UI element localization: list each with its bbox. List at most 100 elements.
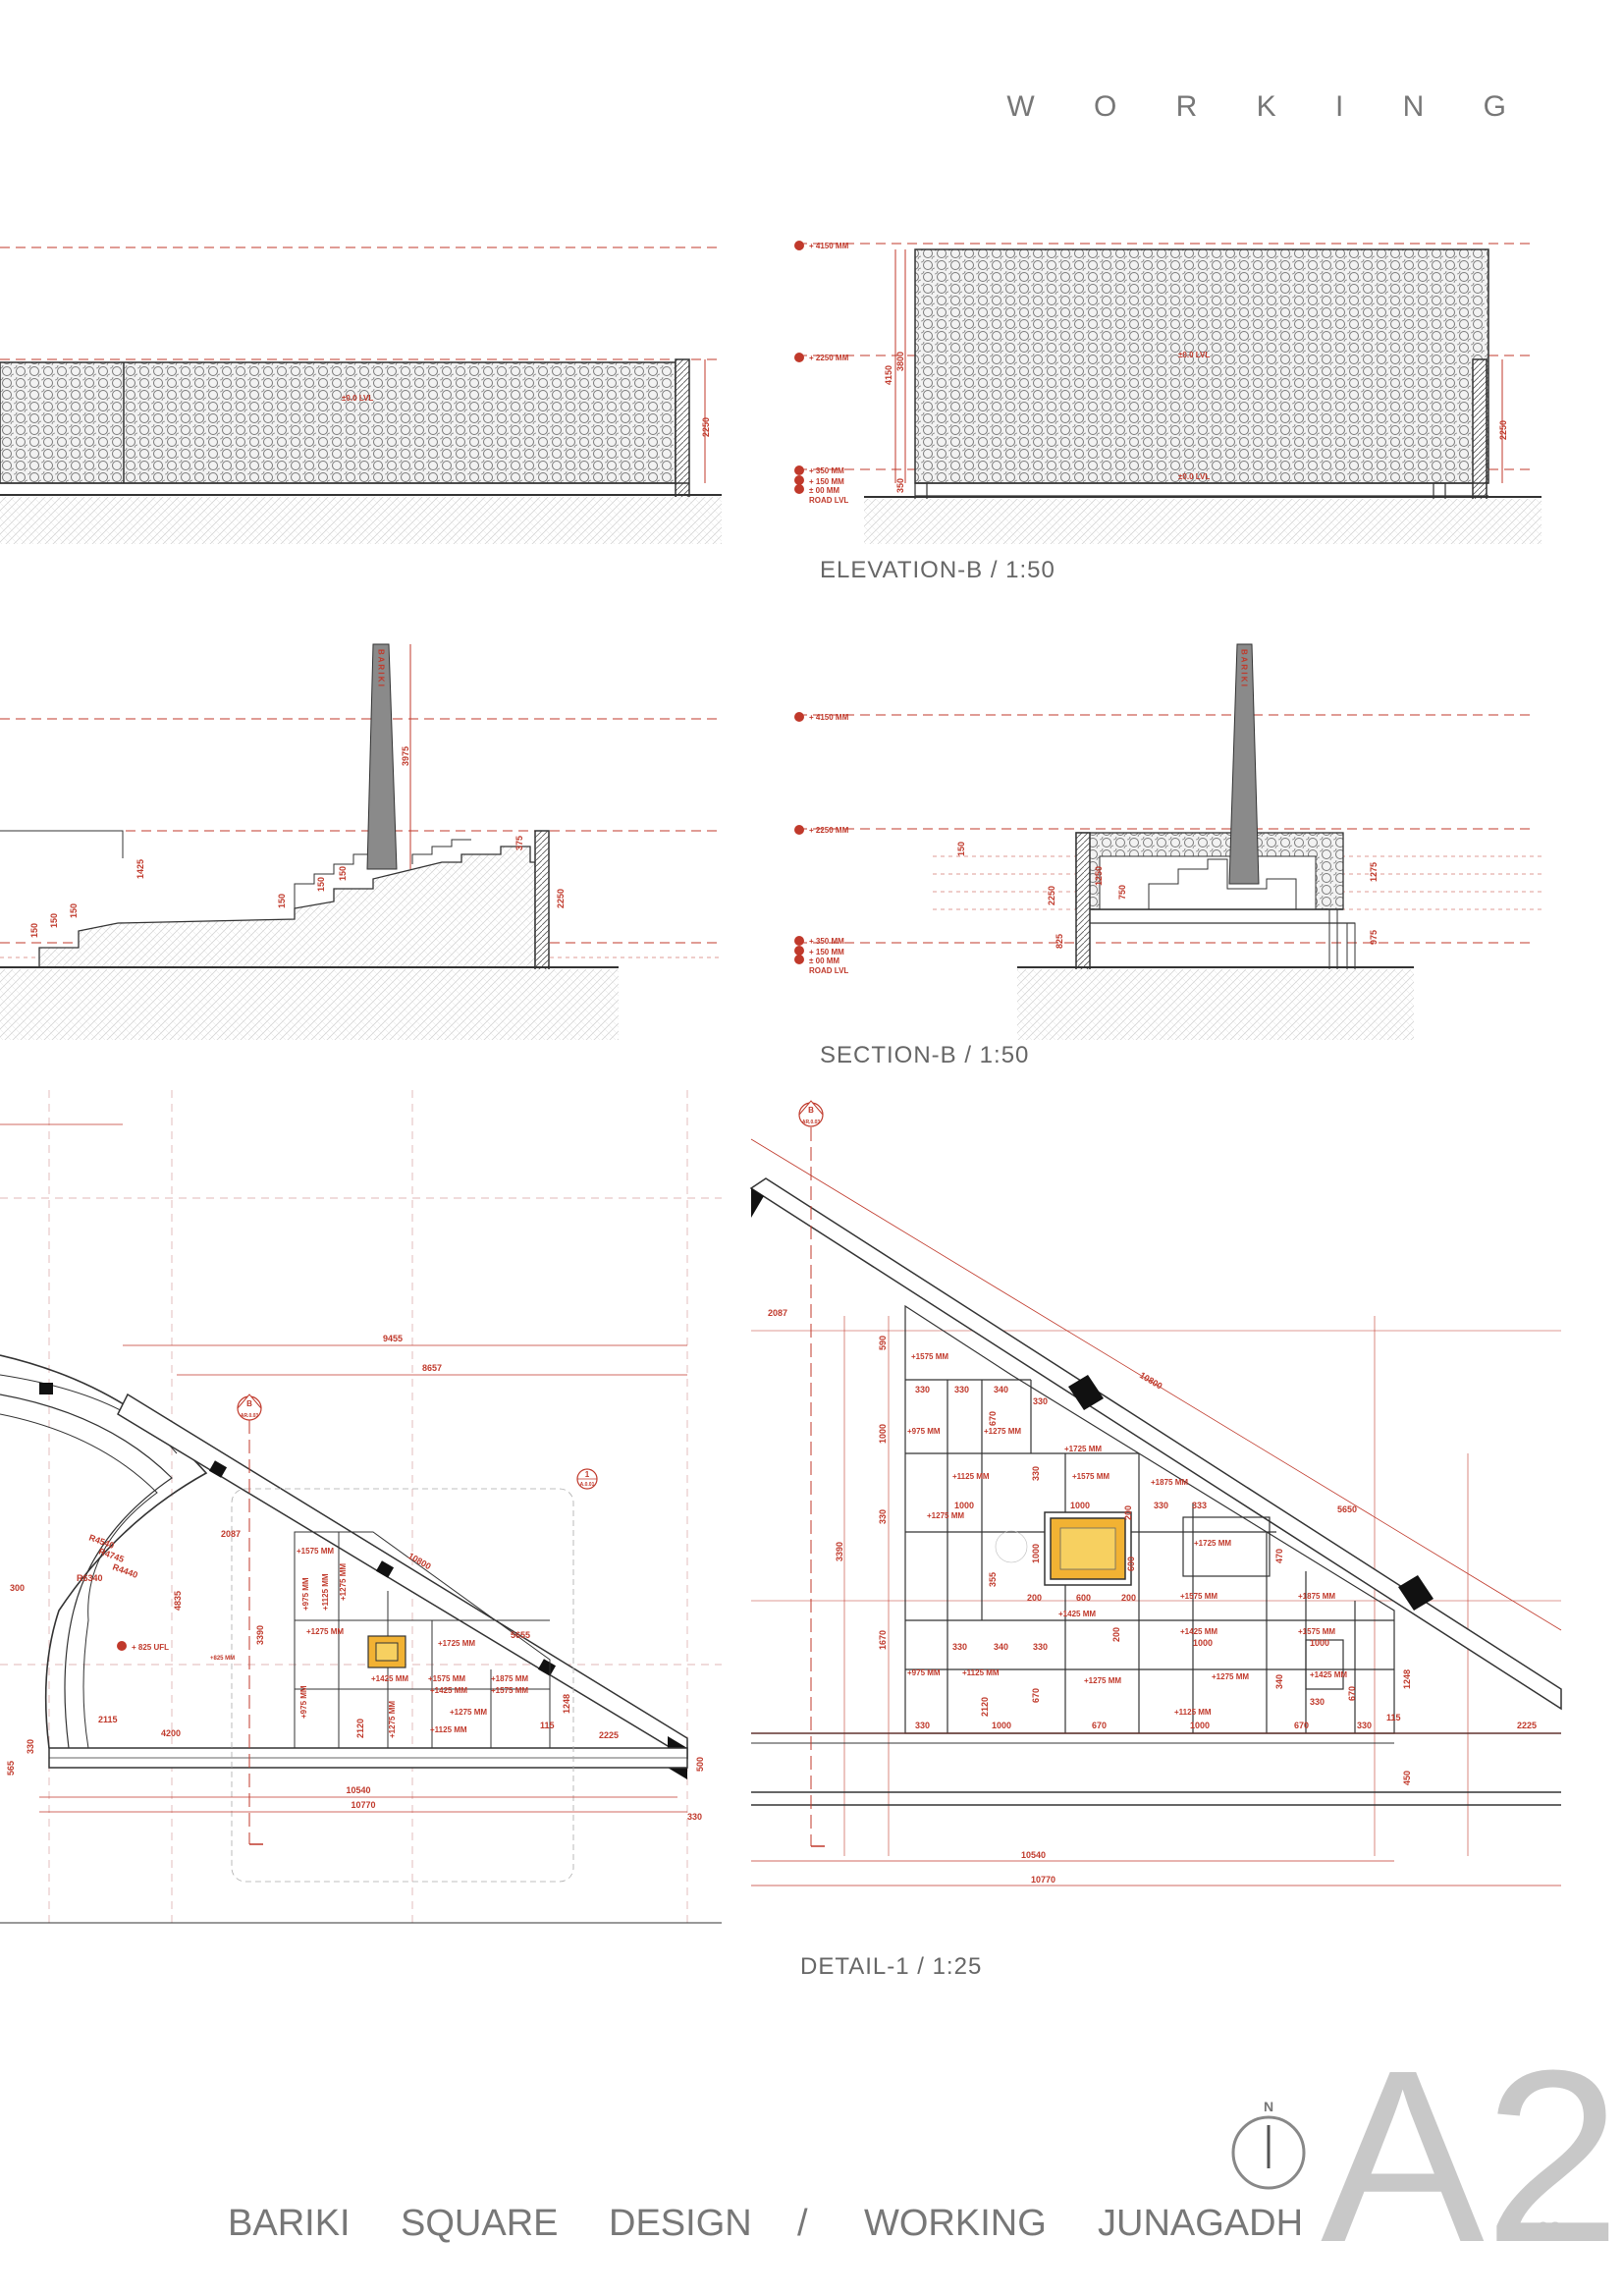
svg-text:1000: 1000 [1190,1721,1210,1730]
svg-text:330: 330 [915,1721,930,1730]
svg-text:3800: 3800 [895,352,905,371]
svg-text:200: 200 [1027,1593,1042,1603]
svg-text:4200: 4200 [161,1728,181,1738]
svg-text:5650: 5650 [1337,1504,1357,1514]
svg-text:+1575 MM: +1575 MM [1298,1627,1335,1636]
svg-text:8657: 8657 [422,1363,442,1373]
header-title: W O R K I N G [1006,90,1532,123]
svg-text:150: 150 [956,842,966,856]
svg-text:+ 150 MM: + 150 MM [809,477,844,486]
svg-text:+975 MM: +975 MM [299,1685,308,1719]
svg-text:565: 565 [6,1761,16,1776]
svg-text:+975 MM: +975 MM [907,1668,941,1677]
svg-text:330: 330 [1033,1642,1048,1652]
svg-text:115: 115 [1386,1713,1401,1722]
svg-text:2087: 2087 [221,1529,241,1539]
svg-text:670: 670 [1347,1686,1357,1701]
svg-text:±0.0 LVL: ±0.0 LVL [1178,351,1210,359]
svg-text:1000: 1000 [1193,1638,1213,1648]
bariki-tower [366,643,398,870]
svg-text:+1275 MM: +1275 MM [984,1427,1021,1436]
svg-text:+1875 MM: +1875 MM [491,1674,528,1683]
svg-text:1000: 1000 [878,1424,888,1444]
svg-text:470: 470 [1274,1549,1284,1563]
detail-1-view: B AR.0.03 2087 590 1000 330 3390 1670 33… [749,1100,1562,1980]
svg-text:330: 330 [687,1812,702,1822]
svg-text:+1725 MM: +1725 MM [1064,1445,1102,1453]
svg-text:670: 670 [1031,1688,1041,1703]
elevation-caption: ELEVATION-B / 1:50 [820,557,1055,583]
svg-text:1000: 1000 [1070,1501,1090,1510]
svg-text:150: 150 [338,866,348,881]
svg-text:670: 670 [1294,1721,1309,1730]
svg-text:825: 825 [1055,934,1064,949]
section-left-view: B A R I K I 3975 1425 375 2250 150 150 1… [0,643,722,1040]
svg-text:10770: 10770 [351,1800,375,1810]
svg-text:+1875 MM: +1875 MM [1151,1478,1188,1487]
elevation-left-view: 2250 ±0.0 LVL [0,246,722,544]
svg-text:975: 975 [1369,930,1379,945]
svg-text:1275: 1275 [1369,862,1379,882]
svg-text:590: 590 [878,1336,888,1350]
svg-text:+1275 MM: +1275 MM [388,1701,397,1738]
svg-text:+975 MM: +975 MM [301,1577,310,1611]
svg-text:300: 300 [10,1583,25,1593]
svg-text:ROAD LVL: ROAD LVL [809,966,848,975]
svg-text:333: 333 [1192,1501,1207,1510]
svg-text:450: 450 [1402,1771,1412,1785]
svg-text:355: 355 [988,1572,998,1587]
svg-text:330: 330 [1154,1501,1168,1510]
svg-text:+825 MM: +825 MM [210,1656,235,1662]
svg-text:330: 330 [26,1739,35,1754]
svg-text:4835: 4835 [173,1591,183,1611]
svg-text:+1125 MM: +1125 MM [1174,1708,1212,1717]
svg-text:+1275 MM: +1275 MM [1212,1672,1249,1681]
svg-text:330: 330 [1033,1396,1048,1406]
svg-text:150: 150 [29,923,39,938]
svg-text:2120: 2120 [980,1697,990,1717]
plan-stepped-blocks [294,1531,551,1749]
svg-text:B: B [246,1399,252,1408]
svg-text:340: 340 [994,1642,1008,1652]
detail-caption: DETAIL-1 / 1:25 [800,1953,982,1980]
svg-text:1250: 1250 [1094,866,1104,886]
svg-text:+1125 MM: +1125 MM [430,1725,467,1734]
svg-text:+ 4150 MM: + 4150 MM [809,242,849,250]
sheet-code: A2 [1321,2019,1621,2293]
level-markers-elevation: + 4150 MM + 2250 MM + 350 MM + 150 MM ± … [794,241,849,505]
svg-text:3975: 3975 [401,746,410,766]
elevation-b-view: 4150 3800 350 2250 ±0.0 LVL ±0.0 LVL + 4… [794,241,1542,583]
svg-text:2250: 2250 [1047,886,1056,905]
svg-text:+1575 MM: +1575 MM [428,1674,465,1683]
svg-text:+ 350 MM: + 350 MM [809,466,844,475]
svg-text:1000: 1000 [992,1721,1011,1730]
svg-text:600: 600 [1076,1593,1091,1603]
svg-text:2115: 2115 [98,1715,118,1724]
svg-text:2120: 2120 [355,1719,365,1738]
svg-text:670: 670 [988,1411,998,1426]
sheet-number: 03 [1538,2217,1561,2242]
svg-text:375: 375 [514,836,524,850]
svg-text:330: 330 [952,1642,967,1652]
svg-text:+1125 MM: +1125 MM [321,1573,330,1611]
section-caption: SECTION-B / 1:50 [820,1042,1029,1068]
section-b-view: B A R I K I 150 2250 1250 750 825 975 12… [794,643,1542,1068]
svg-text:115: 115 [540,1721,555,1730]
north-arrow-icon: N [1231,2099,1306,2190]
detail-marker: 1 A.0.01 [576,1468,598,1490]
svg-text:AR.0.03: AR.0.03 [241,1413,259,1419]
svg-text:10540: 10540 [346,1785,370,1795]
svg-text:2250: 2250 [701,417,711,437]
svg-text:B: B [808,1106,814,1115]
svg-text:+ 2250 MM: + 2250 MM [809,826,849,835]
svg-text:3390: 3390 [835,1542,844,1561]
svg-text:+1425 MM: +1425 MM [1310,1670,1347,1679]
svg-text:1670: 1670 [878,1630,888,1650]
svg-text:1248: 1248 [562,1694,571,1714]
svg-text:+1425 MM: +1425 MM [1180,1627,1217,1636]
svg-text:5655: 5655 [511,1630,530,1640]
svg-text:+1575 MM: +1575 MM [911,1352,948,1361]
svg-text:10770: 10770 [1031,1875,1055,1885]
section-marker-detail: B AR.0.03 [798,1100,825,1847]
svg-text:+1275 MM: +1275 MM [1084,1676,1121,1685]
